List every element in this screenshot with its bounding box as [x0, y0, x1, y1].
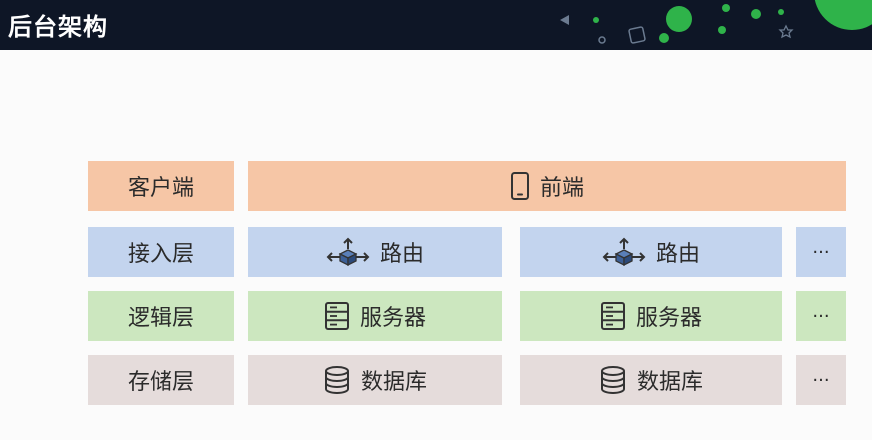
ellipsis-label: ···: [812, 370, 829, 391]
database-label: 数据库: [361, 364, 427, 396]
ring-decoration-icon: [599, 37, 605, 43]
server-label: 服务器: [360, 300, 426, 332]
server-box: 服务器: [520, 291, 782, 341]
large-circle-decoration-icon: [814, 0, 872, 30]
router-label: 路由: [380, 236, 424, 268]
square-decoration-icon: [629, 27, 646, 44]
ellipsis-label: ···: [812, 242, 829, 263]
triangle-decoration-icon: [560, 15, 569, 25]
layer-label-access: 接入层: [88, 227, 234, 277]
router-label: 路由: [656, 236, 700, 268]
layer-label-storage: 存储层: [88, 355, 234, 405]
layer-label-logic: 逻辑层: [88, 291, 234, 341]
more-box: ···: [796, 227, 846, 277]
router-icon: [326, 237, 370, 267]
database-icon: [323, 365, 351, 395]
router-box: 路由: [248, 227, 502, 277]
phone-icon: [510, 172, 530, 200]
database-box: 数据库: [520, 355, 782, 405]
server-box: 服务器: [248, 291, 502, 341]
slide-header: 后台架构: [0, 0, 872, 50]
more-box: ···: [796, 291, 846, 341]
server-icon: [600, 301, 626, 331]
star-decoration-icon: [780, 26, 792, 37]
dot-decoration-icon: [778, 9, 784, 15]
dot-decoration-icon: [751, 9, 761, 19]
circle-decoration-icon: [666, 6, 692, 32]
server-label: 服务器: [636, 300, 702, 332]
router-icon: [602, 237, 646, 267]
more-box: ···: [796, 355, 846, 405]
dot-decoration-icon: [722, 4, 730, 12]
dot-decoration-icon: [593, 17, 599, 23]
server-icon: [324, 301, 350, 331]
dot-decoration-icon: [659, 33, 669, 43]
database-icon: [599, 365, 627, 395]
database-label: 数据库: [637, 364, 703, 396]
router-box: 路由: [520, 227, 782, 277]
header-decoration: [0, 0, 872, 50]
layer-label-client: 客户端: [88, 161, 234, 211]
ellipsis-label: ···: [812, 306, 829, 327]
database-box: 数据库: [248, 355, 502, 405]
frontend-label: 前端: [540, 170, 584, 202]
frontend-box: 前端: [248, 161, 846, 211]
dot-decoration-icon: [718, 26, 726, 34]
